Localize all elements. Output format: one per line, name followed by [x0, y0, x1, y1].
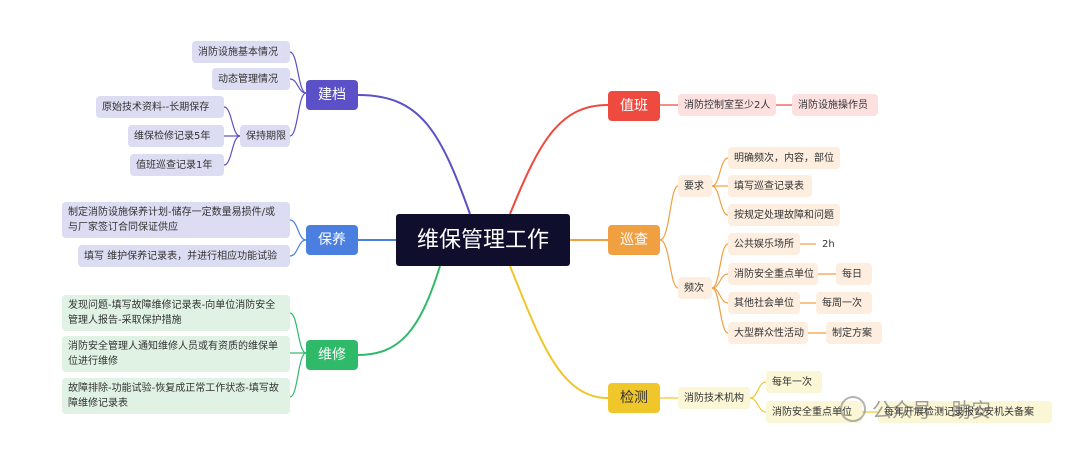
freq-label[interactable]: 公共娱乐场所 [728, 233, 800, 255]
watermark: 公众号 · 助安 [840, 394, 991, 423]
jiance-note[interactable]: 每年开展检测记录报公安机关备案 [878, 401, 1052, 423]
branch-jiance[interactable]: 检测 [608, 383, 660, 413]
period-item[interactable]: 原始技术资料--长期保存 [96, 96, 224, 118]
req-item[interactable]: 填写巡查记录表 [728, 175, 812, 197]
branch-jiandang[interactable]: 建档 [306, 80, 358, 110]
jiance-item[interactable]: 每年一次 [766, 371, 822, 393]
weixiu-item[interactable]: 消防安全管理人通知维修人员或有资质的维保单位进行维修 [62, 336, 290, 372]
jiance-item[interactable]: 消防安全重点单位 [766, 401, 862, 423]
freq-value: 制定方案 [826, 322, 882, 344]
jiandang-item[interactable]: 动态管理情况 [212, 68, 290, 90]
center-topic[interactable]: 维保管理工作 [396, 214, 570, 266]
zhiban-item[interactable]: 消防控制室至少2人 [678, 94, 776, 116]
xuncha-req[interactable]: 要求 [678, 175, 712, 197]
period-item[interactable]: 值班巡查记录1年 [130, 154, 224, 176]
weixiu-item[interactable]: 故障排除-功能试验-恢复成正常工作状态-填写故障维修记录表 [62, 378, 290, 414]
wechat-icon [840, 395, 866, 422]
freq-value: 每周一次 [816, 292, 872, 314]
branch-weixiu[interactable]: 维修 [306, 340, 358, 370]
weixiu-item[interactable]: 发现问题-填写故障维修记录表-向单位消防安全管理人报告-采取保护措施 [62, 295, 290, 331]
jiandang-item[interactable]: 消防设施基本情况 [192, 41, 290, 63]
zhiban-sub[interactable]: 消防设施操作员 [792, 94, 878, 116]
req-item[interactable]: 明确频次，内容，部位 [728, 147, 840, 169]
req-item[interactable]: 按规定处理故障和问题 [728, 204, 840, 226]
jiandang-period[interactable]: 保持期限 [240, 125, 290, 147]
branch-baoyang[interactable]: 保养 [306, 225, 358, 255]
branch-zhiban[interactable]: 值班 [608, 91, 660, 121]
freq-label[interactable]: 其他社会单位 [728, 292, 800, 314]
period-item[interactable]: 维保检修记录5年 [128, 125, 224, 147]
baoyang-item[interactable]: 制定消防设施保养计划-储存一定数量易损件/或与厂家签订合同保证供应 [62, 202, 290, 238]
freq-value: 每日 [836, 263, 872, 285]
jiance-org[interactable]: 消防技术机构 [678, 387, 750, 409]
xuncha-freq[interactable]: 频次 [678, 277, 712, 299]
freq-value: 2h [822, 238, 835, 250]
watermark-text: 公众号 · 助安 [872, 398, 992, 422]
baoyang-item[interactable]: 填写 维护保养记录表，并进行相应功能试验 [78, 245, 290, 267]
freq-label[interactable]: 消防安全重点单位 [728, 263, 818, 285]
freq-label[interactable]: 大型群众性活动 [728, 322, 808, 344]
branch-xuncha[interactable]: 巡查 [608, 225, 660, 255]
